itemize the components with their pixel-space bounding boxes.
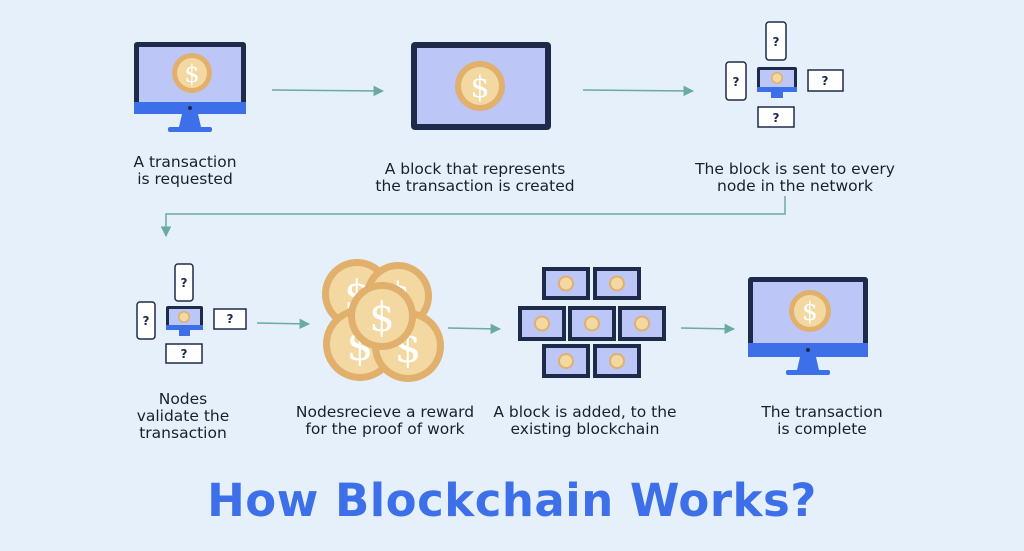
flow-arrow [447,323,502,335]
monitor-icon: $ [134,42,246,132]
step-label-validate: Nodes validate the transaction [136,390,230,442]
question-mark-icon: ? [733,75,740,89]
flow-arrow [680,323,736,335]
dollar-sign-icon: $ [470,70,489,105]
flow-arrow [256,318,311,330]
step-label-complete: The transaction is complete [761,403,883,438]
dollar-sign-icon: $ [184,60,199,88]
blockchain-blocks-icon [518,267,666,378]
question-mark-icon: ? [822,74,829,88]
monitor-icon: $ [748,277,868,375]
step-label-request: A transaction is requested [133,153,237,188]
step-label-added: A block is added, to the existing blockc… [493,403,677,438]
page-title: How Blockchain Works? [207,474,817,527]
question-mark-icon: ? [181,276,188,290]
dollar-coin-icon: $ [172,53,212,93]
flow-arrow [160,196,786,238]
question-mark-icon: ? [143,314,150,328]
dollar-coin-icon: $ [455,61,505,111]
network-nodes-icon: ? ? ? ? [725,21,844,128]
dollar-sign-icon: $ [802,297,818,326]
block-screen-icon: $ [411,42,551,130]
question-mark-icon: ? [773,111,780,125]
dollar-sign-icon: $ [369,295,394,341]
flow-arrow [582,85,695,97]
coin-stack-icon: $ $ $ $ $ [322,259,444,382]
step-label-block-created: A block that represents the transaction … [375,160,575,195]
dollar-coin-icon: $ [789,290,831,332]
network-nodes-icon: ? ? ? ? [136,263,247,364]
question-mark-icon: ? [227,312,234,326]
step-label-reward: Nodesrecieve a reward for the proof of w… [295,403,475,438]
question-mark-icon: ? [773,35,780,49]
flow-arrow [271,85,385,97]
step-label-broadcast: The block is sent to every node in the n… [695,160,895,195]
question-mark-icon: ? [181,347,188,361]
